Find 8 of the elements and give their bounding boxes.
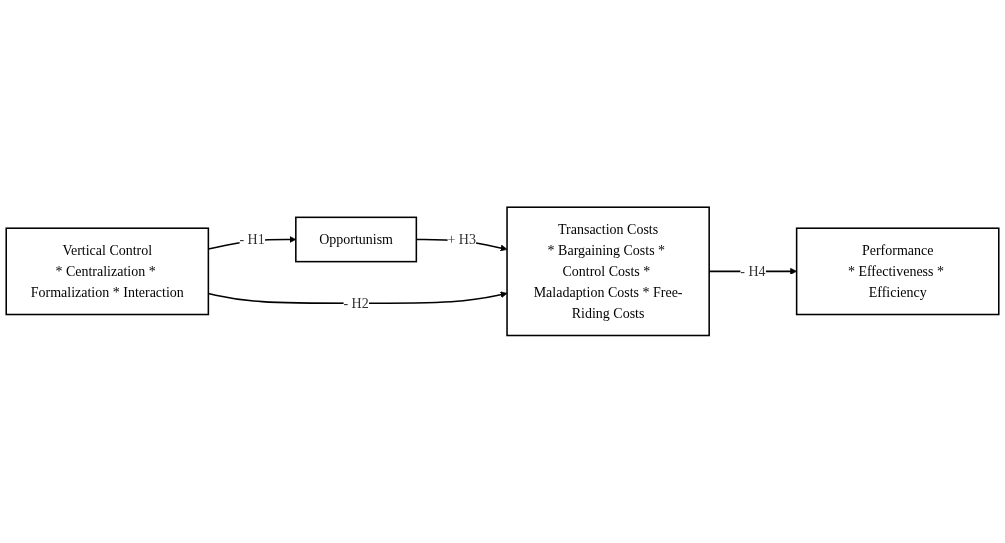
- edge-label: + H3: [447, 231, 476, 248]
- edge-label: - H4: [740, 263, 766, 279]
- node-box: Performance * Effectiveness * Efficiency: [795, 227, 1000, 316]
- node-box: Transaction Costs * Bargaining Costs * Control Costs * Maladaption Costs * Free-Riding Costs: [506, 206, 710, 337]
- edge-label: - H2: [343, 295, 369, 311]
- node-box: Opportunism: [295, 216, 418, 263]
- edge-label: - H1: [239, 231, 265, 248]
- node-box: Vertical Control * Centralization * Formalization * Interaction: [5, 227, 210, 316]
